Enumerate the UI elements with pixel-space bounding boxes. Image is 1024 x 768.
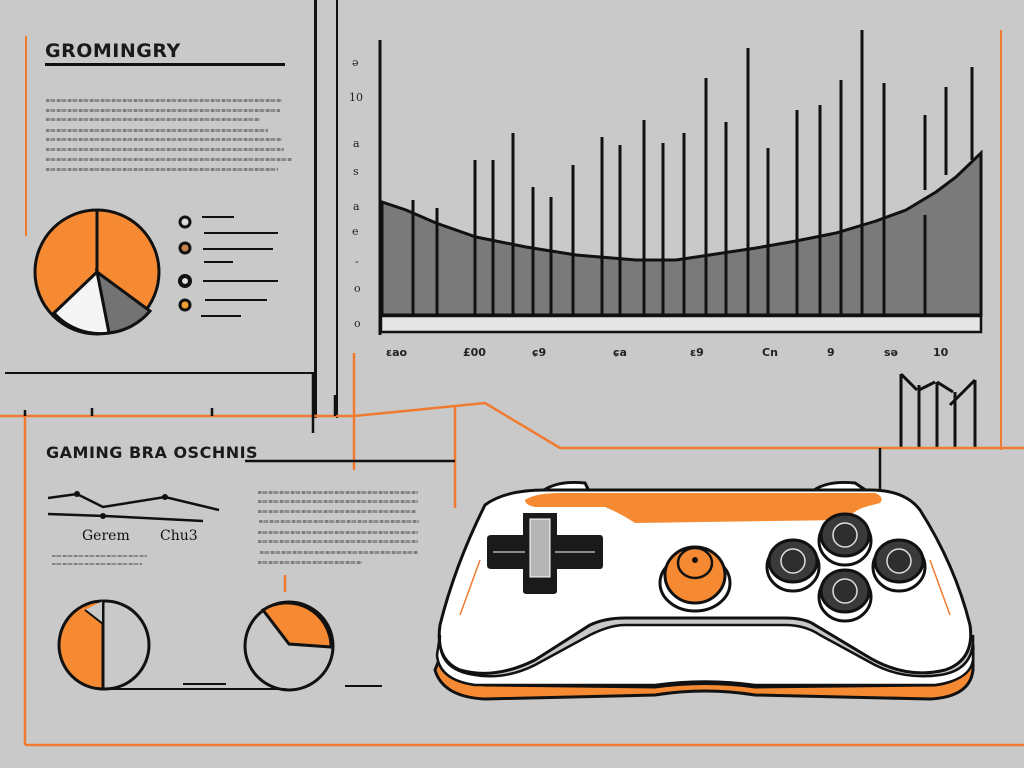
legend-marker-ring-icon [178,274,192,288]
small-pie-left [57,599,151,691]
title-underline [45,63,285,66]
game-controller-icon [433,481,975,701]
line-chart [47,491,220,523]
top-panel-title: GROMINGRY [45,40,181,62]
top-pie-chart [33,208,161,336]
top-panel-right-border [314,0,317,418]
line-chart-legend-right: Chu3 [160,528,198,544]
legend-marker-dot-icon [178,298,192,312]
legend-marker-ring-icon [178,215,192,229]
top-panel-orange-border [25,36,27,236]
bottom-panel-title: GAMING BRA OSCHNIS [46,443,259,462]
mini-bar-icon [899,372,977,447]
small-pie-baseline [103,688,286,690]
top-panel-divider [336,0,338,418]
small-pie-dash-right [345,685,382,687]
legend-marker-dot-icon [178,241,192,255]
top-panel-bottom-border [5,372,315,374]
small-pie-right [243,600,335,692]
small-pie-dash [183,683,226,685]
chart-right-orange-border [1000,30,1002,450]
line-chart-legend-left: Gerem [82,528,130,544]
area-chart [378,30,983,335]
